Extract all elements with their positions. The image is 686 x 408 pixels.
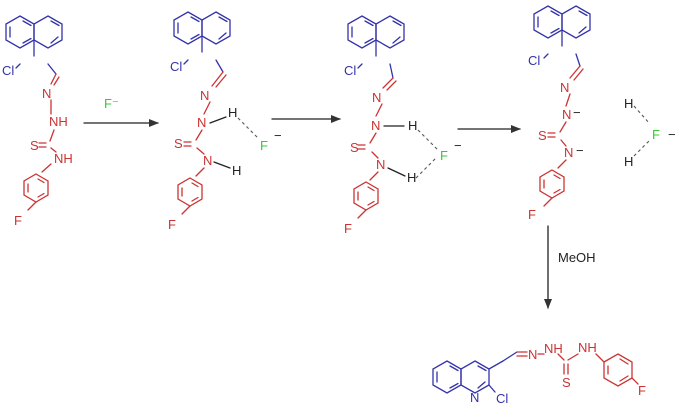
hydrazine-n-label: N <box>562 107 571 122</box>
thioamide-n-label: N <box>564 145 573 160</box>
chloro-label: Cl <box>2 63 14 78</box>
hydrazine-n-label: N <box>371 118 380 133</box>
thioamide-charge-label: − <box>576 143 584 158</box>
hydrazine-charge-label: − <box>573 105 581 120</box>
thione-s-label: S <box>562 375 571 390</box>
imine-n-label: N <box>560 80 569 95</box>
aryl-fluorine-label: F <box>344 221 352 236</box>
thioamide-nh-label: NH <box>54 151 73 166</box>
aryl-fluorine-label: F <box>638 383 646 398</box>
fluoride-reagent-label: F⁻ <box>104 96 119 111</box>
anion-charge-label: − <box>274 128 282 143</box>
hydrazine-h-label: H <box>408 118 417 133</box>
hydrogen-bond-complex: Cl N N H S N H F F − <box>168 11 282 232</box>
thione-s-label: S <box>174 136 183 151</box>
aryl-fluorine-label: F <box>528 207 536 222</box>
bifluoride-h-top-label: H <box>624 96 633 111</box>
sensor-molecule: Cl N NH S NH F <box>2 15 73 228</box>
hydrazine-nh-label: NH <box>49 114 68 129</box>
imine-n-label: N <box>372 90 381 105</box>
thione-s-label: S <box>30 138 39 153</box>
anion-charge-label: − <box>454 138 462 153</box>
bound-fluoride-label: F <box>440 148 448 163</box>
bifluoride-ion: H F − H <box>624 96 676 169</box>
methanol-solvent-label: MeOH <box>558 250 596 265</box>
thioamide-h-label: H <box>407 170 416 185</box>
chloro-label: Cl <box>170 59 182 74</box>
aryl-fluorine-label: F <box>14 213 22 228</box>
thioamide-n-label: N <box>376 157 385 172</box>
thioamide-nh-label: NH <box>578 340 597 355</box>
quinoline-n-label: N <box>470 390 479 405</box>
bifluoride-charge-label: − <box>668 127 676 142</box>
thioamide-h-label: H <box>232 163 241 178</box>
regenerated-sensor: N Cl N NH S NH F <box>432 340 646 406</box>
chloro-label: Cl <box>528 53 540 68</box>
hydrazine-nh-label: NH <box>544 341 563 356</box>
thioamide-n-label: N <box>203 153 212 168</box>
aryl-fluorine-label: F <box>168 217 176 232</box>
imine-n-label: N <box>528 347 537 362</box>
thione-s-label: S <box>538 128 547 143</box>
deprotonated-sensor: Cl N N − S N − F <box>528 5 591 222</box>
chloro-label: Cl <box>344 63 356 78</box>
bound-fluoride-label: F <box>260 138 268 153</box>
bifluoride-h-bottom-label: H <box>624 154 633 169</box>
thione-s-label: S <box>350 140 359 155</box>
imine-n-label: N <box>42 86 51 101</box>
bifurcated-hydrogen-bond-complex: Cl N N H S N H F F − <box>344 15 462 236</box>
chloro-label: Cl <box>496 391 508 406</box>
imine-n-label: N <box>200 88 209 103</box>
hydrazine-n-label: N <box>197 115 206 130</box>
bifluoride-f-label: F <box>652 127 660 142</box>
hydrazine-h-label: H <box>228 105 237 120</box>
